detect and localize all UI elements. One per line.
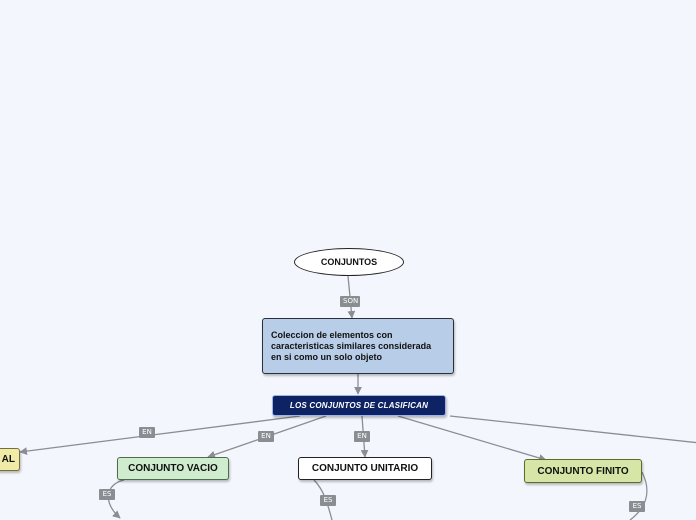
link-label-en-vacio: EN bbox=[258, 431, 274, 442]
node-conjunto-vacio[interactable]: CONJUNTO VACIO bbox=[117, 457, 229, 480]
link-label-en-unitario: EN bbox=[354, 431, 370, 442]
node-conjunto-finito[interactable]: CONJUNTO FINITO bbox=[524, 459, 642, 483]
link-label-son: SON bbox=[340, 296, 360, 307]
node-conjunto-unitario-label: CONJUNTO UNITARIO bbox=[311, 463, 419, 474]
connector-classify-finito bbox=[397, 415, 547, 462]
link-label-es-unitario: ES bbox=[320, 495, 336, 506]
node-definition-label: Coleccion de elementos con caracteristic… bbox=[271, 329, 432, 362]
connector-finito-down bbox=[629, 471, 648, 520]
node-left-partial-label: AL bbox=[1, 454, 15, 465]
node-clasifican-label: LOS CONJUNTOS DE CLASIFICAN bbox=[289, 401, 429, 410]
node-conjunto-vacio-label: CONJUNTO VACIO bbox=[128, 463, 218, 474]
node-conjunto-finito-label: CONJUNTO FINITO bbox=[537, 465, 629, 477]
connector-classify-left bbox=[19, 415, 301, 455]
link-label-es-vacio: ES bbox=[99, 489, 115, 500]
node-left-partial[interactable]: AL bbox=[0, 448, 20, 471]
node-definition[interactable]: Coleccion de elementos con caracteristic… bbox=[262, 318, 454, 374]
link-label-es-finito: ES bbox=[629, 501, 645, 512]
link-label-en-left: EN bbox=[139, 427, 155, 438]
node-clasifican[interactable]: LOS CONJUNTOS DE CLASIFICAN bbox=[272, 395, 446, 416]
node-conjuntos-label: CONJUNTOS bbox=[320, 257, 378, 267]
node-conjuntos[interactable]: CONJUNTOS bbox=[294, 248, 404, 276]
connector-classify-right bbox=[449, 415, 696, 444]
node-conjunto-unitario[interactable]: CONJUNTO UNITARIO bbox=[298, 457, 432, 480]
